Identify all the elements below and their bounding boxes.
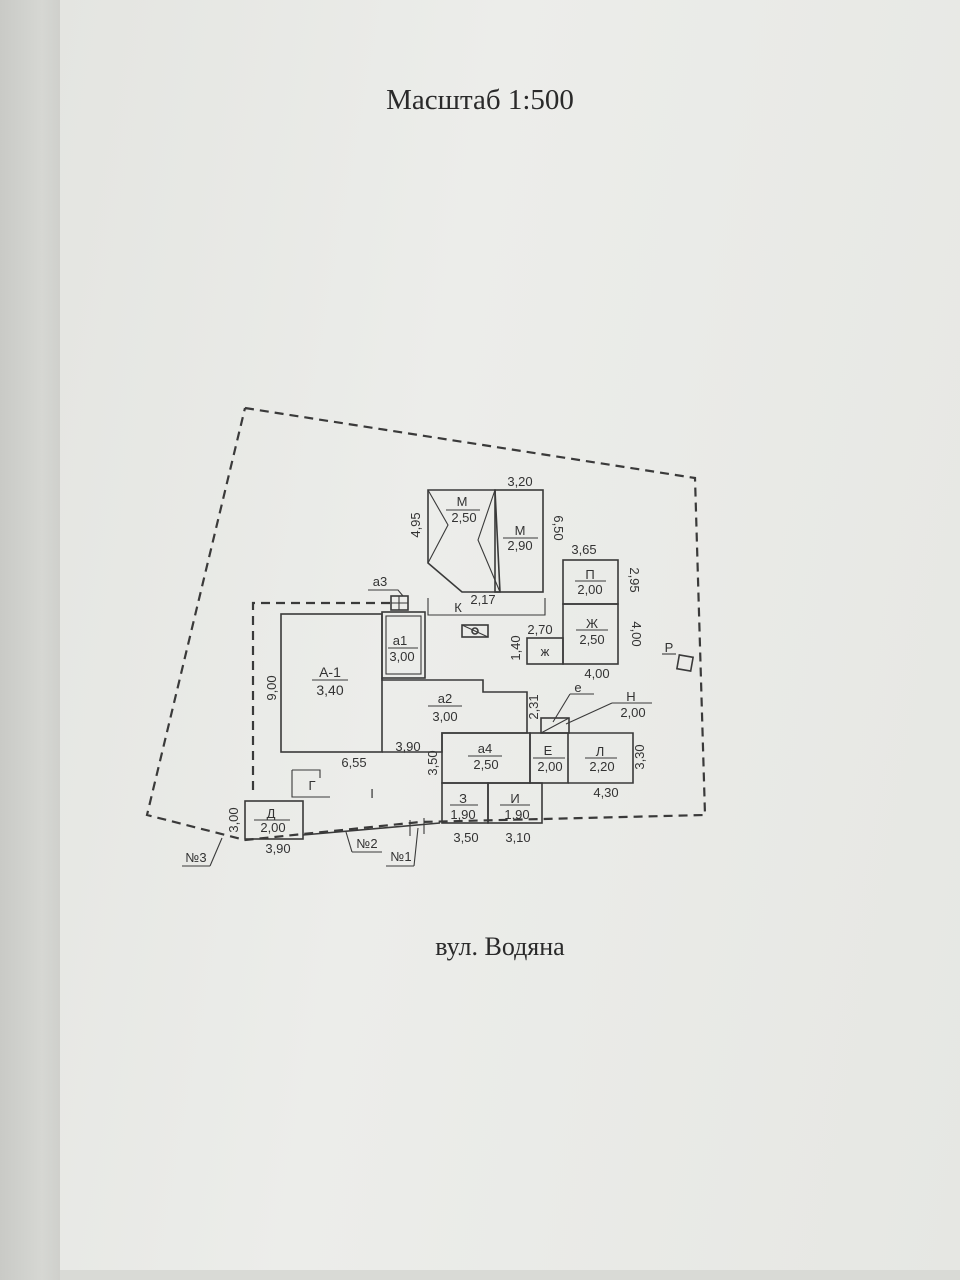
l-height: 2,20	[589, 759, 614, 774]
building-a1-main: А-1 3,40	[280, 613, 383, 753]
dim-3-20: 3,20	[507, 474, 532, 489]
dim-6-55: 6,55	[341, 755, 366, 770]
paper-sheet	[60, 0, 960, 1270]
lot-boundary	[145, 406, 707, 842]
building-p: П 2,00	[562, 559, 619, 605]
dim-3-50-bottom: 3,50	[453, 830, 478, 845]
a3-name: а3	[373, 574, 387, 589]
survey-point-1: №1	[386, 827, 419, 867]
a4-name: а4	[478, 741, 492, 756]
structure-g: Г	[291, 769, 330, 798]
m2-name: М	[515, 523, 526, 538]
a1-ext-height: 3,00	[389, 649, 414, 664]
dim-3-90-b: 3,90	[265, 841, 290, 856]
dim-3-65: 3,65	[571, 542, 596, 557]
dim-4-00-horizontal: 4,00	[584, 666, 609, 681]
structure-k: К	[427, 598, 546, 638]
building-zh-small: ж	[526, 637, 564, 665]
m2-height: 2,90	[507, 538, 532, 553]
point-3-label: №3	[185, 850, 206, 865]
n-name: Н	[626, 689, 635, 704]
survey-point-3: №3	[182, 837, 223, 867]
z-name: З	[459, 791, 467, 806]
e-name: Е	[544, 743, 553, 758]
m1-height: 2,50	[451, 510, 476, 525]
dim-9-00: 9,00	[264, 675, 279, 700]
p-name: П	[585, 567, 594, 582]
point-1-label: №1	[390, 849, 411, 864]
dim-3-30: 3,30	[632, 744, 647, 769]
building-e-small: е	[540, 680, 594, 734]
building-i: И 1,90	[487, 782, 543, 824]
point-2-label: №2	[356, 836, 377, 851]
building-l: Л 2,20	[567, 732, 634, 784]
page-edge	[0, 0, 60, 1280]
d-name: Д	[267, 806, 276, 821]
p-height: 2,00	[577, 582, 602, 597]
i-height: 1,90	[504, 807, 529, 822]
survey-point-2: №2	[345, 831, 382, 853]
yard-boundary	[251, 601, 390, 790]
dim-3-90-a: 3,90	[395, 739, 420, 754]
building-z: З 1,90	[441, 782, 489, 824]
building-zh: Ж 2,50	[562, 603, 619, 665]
r-name: Р	[665, 640, 674, 655]
a1-ext-name: а1	[393, 633, 407, 648]
g-name: Г	[308, 778, 315, 793]
dim-1-40: 1,40	[508, 635, 523, 660]
dim-2-31: 2,31	[526, 694, 541, 719]
e-height: 2,00	[537, 759, 562, 774]
dim-2-17: 2,17	[470, 592, 495, 607]
scale-title: Масштаб 1:500	[386, 84, 574, 116]
n-height: 2,00	[620, 705, 645, 720]
dim-4-95: 4,95	[408, 512, 423, 537]
a2-height: 3,00	[432, 709, 457, 724]
d-height: 2,00	[260, 820, 285, 835]
a1-main-name: А-1	[319, 664, 341, 680]
gate	[409, 818, 425, 836]
yard-marker-roman: І	[370, 786, 374, 801]
l-name: Л	[596, 744, 605, 759]
a2-name: а2	[438, 691, 452, 706]
k-name: К	[454, 600, 462, 615]
building-a4: а4 2,50	[441, 732, 531, 784]
label-n: Н 2,00	[565, 689, 652, 725]
porch-a3: а3	[368, 574, 409, 611]
building-m: М 2,50 М 2,90	[427, 489, 544, 593]
dim-3-50-vertical: 3,50	[425, 750, 440, 775]
m1-name: М	[457, 494, 468, 509]
street-name: вул. Водяна	[435, 932, 565, 961]
a1-main-height: 3,40	[316, 682, 343, 698]
z-height: 1,90	[450, 807, 475, 822]
a4-height: 2,50	[473, 757, 498, 772]
dim-6-50: 6,50	[551, 515, 566, 540]
zh-name: Ж	[586, 616, 598, 631]
zh-height: 2,50	[579, 632, 604, 647]
i-name: И	[510, 791, 519, 806]
front-fence	[302, 822, 441, 836]
e-small-name: е	[574, 680, 581, 695]
zh-small-name: ж	[541, 644, 550, 659]
dim-4-00-vertical: 4,00	[629, 621, 644, 646]
building-d: Д 2,00	[244, 800, 304, 840]
marker-r: Р	[662, 640, 695, 673]
dim-2-70: 2,70	[527, 622, 552, 637]
dim-4-30: 4,30	[593, 785, 618, 800]
dim-2-95: 2,95	[627, 567, 642, 592]
building-e: Е 2,00	[529, 732, 569, 784]
building-a1-ext: а1 3,00	[381, 611, 426, 679]
dim-3-10: 3,10	[505, 830, 530, 845]
dim-3-00: 3,00	[226, 807, 241, 832]
